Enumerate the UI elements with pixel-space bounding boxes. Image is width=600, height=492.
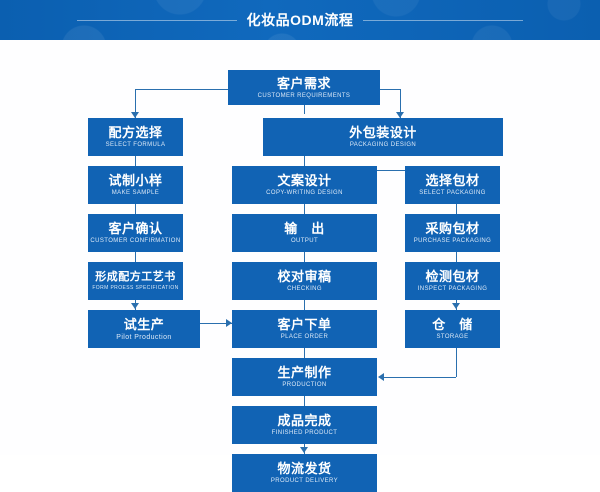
node-make-sample[interactable]: 试制小样 MAKE SAMPLE xyxy=(88,166,183,204)
connector-output-to-checking xyxy=(304,252,305,262)
connector-pilot-to-order xyxy=(200,323,232,324)
connector-copy-to-output xyxy=(304,204,305,214)
node-title-cn: 配方选择 xyxy=(108,125,163,140)
node-title-en: PACKAGING DESIGN xyxy=(349,142,417,148)
connector-checking-to-order xyxy=(304,300,305,310)
banner-content: 化妆品ODM流程 xyxy=(0,0,600,40)
node-title-cn: 试生产 xyxy=(123,316,165,332)
node-title-en: CUSTOMER REQUIREMENTS xyxy=(257,92,351,99)
page-title: 化妆品ODM流程 xyxy=(246,12,354,28)
node-packaging-design[interactable]: 外包装设计 PACKAGING DESIGN xyxy=(263,118,503,156)
arrow-requirements-to-packaging xyxy=(396,112,404,118)
node-title-cn: 仓 储 xyxy=(432,317,473,332)
node-place-order[interactable]: 客户下单 PLACE ORDER xyxy=(232,310,377,348)
connector-packaging-stub xyxy=(304,156,305,170)
node-copywriting-design[interactable]: 文案设计 COPY-WRITING DESIGN xyxy=(232,166,377,204)
node-production[interactable]: 生产制作 PRODUCTION xyxy=(232,358,377,396)
node-customer-confirmation[interactable]: 客户确认 CUSTOMER CONFIRMATION xyxy=(88,214,183,252)
node-title-cn: 客户下单 xyxy=(277,317,332,332)
arrow-spec-to-pilot xyxy=(131,303,139,309)
node-product-delivery[interactable]: 物流发货 PRODUCT DELIVERY xyxy=(232,454,377,492)
node-title-en: PLACE ORDER xyxy=(280,334,329,340)
node-purchase-packaging[interactable]: 采购包材 PURCHASE PACKAGING xyxy=(405,214,500,252)
arrow-storage-to-production xyxy=(378,373,384,381)
arrow-pilot-to-order xyxy=(226,319,232,327)
node-title-en: CUSTOMER CONFIRMATION xyxy=(90,238,181,244)
connector-production-to-finished xyxy=(304,396,305,406)
node-title-en: STORAGE xyxy=(436,334,469,340)
node-title-en: FINISHED PRODUCT xyxy=(271,430,338,436)
node-select-packaging[interactable]: 选择包材 SELECT PACKAGING xyxy=(405,166,500,204)
banner-rule-left xyxy=(76,19,237,21)
node-select-formula[interactable]: 配方选择 SELECT FORMULA xyxy=(88,118,183,156)
banner-rule-right xyxy=(363,19,524,21)
node-title-cn: 校对审稿 xyxy=(277,269,332,284)
node-title-cn: 生产制作 xyxy=(277,365,332,380)
node-title-cn: 客户需求 xyxy=(276,75,331,91)
connector-selectpkg-to-purchase xyxy=(456,204,457,214)
node-title-en: SELECT FORMULA xyxy=(105,142,166,148)
node-title-en: PURCHASE PACKAGING xyxy=(413,238,492,244)
connector-requirements-to-packaging xyxy=(400,89,401,118)
node-storage[interactable]: 仓 储 STORAGE xyxy=(405,310,500,348)
node-title-en: COPY-WRITING DESIGN xyxy=(266,190,343,196)
node-title-cn: 外包装设计 xyxy=(349,125,417,140)
connector-sample-to-confirmation xyxy=(135,204,136,214)
node-title-cn: 输 出 xyxy=(284,221,325,236)
node-title-cn: 物流发货 xyxy=(277,461,332,476)
arrow-finished-to-delivery xyxy=(300,447,308,453)
node-title-cn: 采购包材 xyxy=(425,221,480,236)
node-title-cn: 文案设计 xyxy=(277,173,332,188)
node-title-cn: 成品完成 xyxy=(277,413,332,428)
node-title-en: Pilot Production xyxy=(116,333,172,341)
page-header-banner: 化妆品ODM流程 xyxy=(0,0,600,40)
connector-purchase-to-inspect xyxy=(456,252,457,262)
node-pilot-production[interactable]: 试生产 Pilot Production xyxy=(88,310,200,348)
node-title-en: CHECKING xyxy=(287,286,322,292)
node-title-en: OUTPUT xyxy=(290,238,319,244)
node-title-cn: 检测包材 xyxy=(425,269,480,284)
node-checking[interactable]: 校对审稿 CHECKING xyxy=(232,262,377,300)
node-inspect-packaging[interactable]: 检测包材 INSPECT PACKAGING xyxy=(405,262,500,300)
connector-storage-to-production xyxy=(384,377,456,378)
node-title-cn: 试制小样 xyxy=(108,173,163,188)
node-form-process-specification[interactable]: 形成配方工艺书 FORM PROESS SPECIFICATION xyxy=(88,262,183,300)
node-title-en: INSPECT PACKAGING xyxy=(417,286,488,292)
connector-confirmation-to-spec xyxy=(135,252,136,262)
node-title-en: FORM PROESS SPECIFICATION xyxy=(92,284,179,291)
connector-requirements-to-formula xyxy=(135,89,136,118)
node-title-en: MAKE SAMPLE xyxy=(111,190,160,196)
connector-order-to-production xyxy=(304,348,305,358)
node-customer-requirements[interactable]: 客户需求 CUSTOMER REQUIREMENTS xyxy=(228,70,380,105)
connector-packaging-bus xyxy=(304,170,456,171)
node-title-cn: 选择包材 xyxy=(425,173,480,188)
node-output[interactable]: 输 出 OUTPUT xyxy=(232,214,377,252)
connector-formula-to-sample xyxy=(135,156,136,166)
node-finished-product[interactable]: 成品完成 FINISHED PRODUCT xyxy=(232,406,377,444)
connector-storage-down xyxy=(456,348,457,377)
arrow-inspect-to-storage xyxy=(452,303,460,309)
node-title-cn: 客户确认 xyxy=(108,221,163,236)
node-title-en: PRODUCT DELIVERY xyxy=(270,478,339,484)
node-title-en: PRODUCTION xyxy=(282,382,327,388)
node-title-en: SELECT PACKAGING xyxy=(419,190,486,196)
node-title-cn: 形成配方工艺书 xyxy=(95,270,176,283)
arrow-requirements-to-formula xyxy=(131,112,139,118)
connector-requirements-down xyxy=(304,105,305,114)
flowchart-canvas: 客户需求 CUSTOMER REQUIREMENTS 配方选择 SELECT F… xyxy=(0,40,600,492)
